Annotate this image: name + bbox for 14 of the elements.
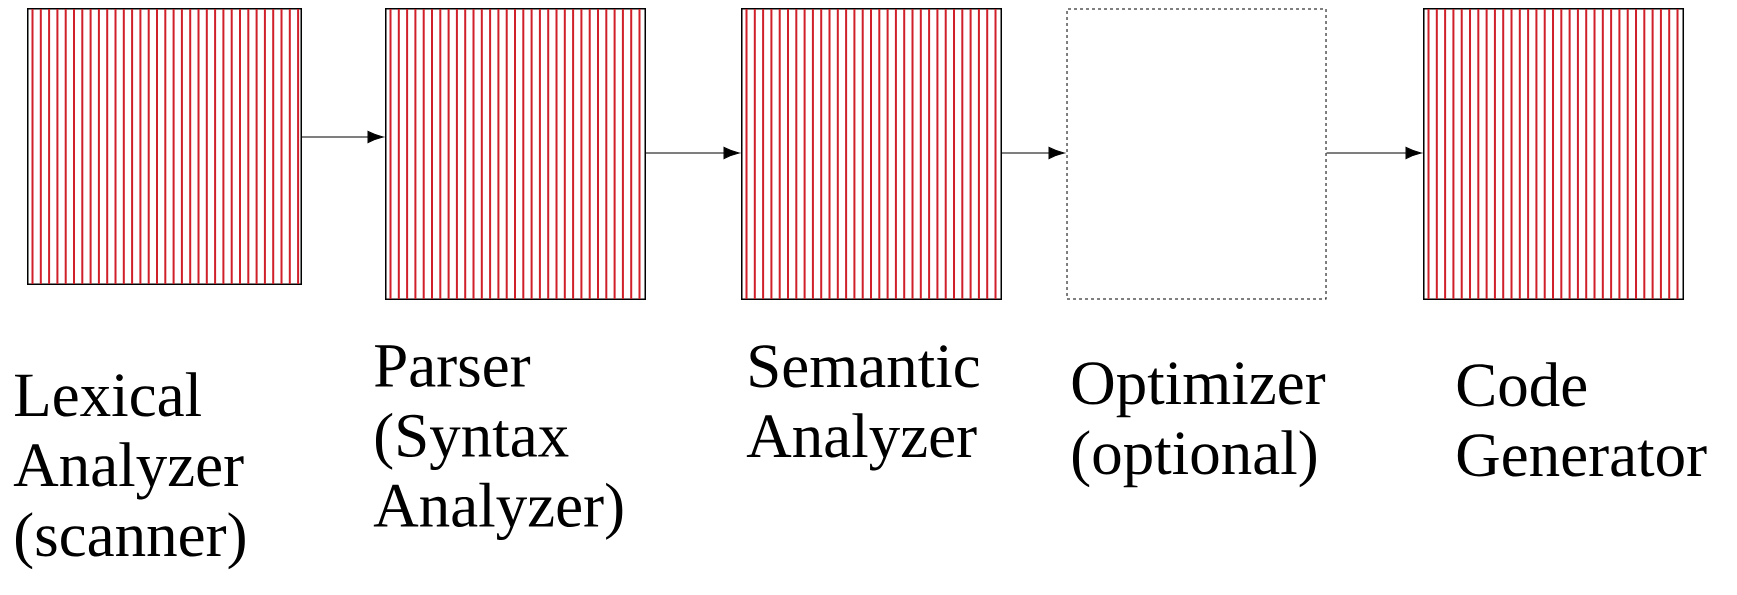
arrow xyxy=(300,130,384,144)
striped-box xyxy=(1423,8,1684,300)
arrow xyxy=(1000,146,1065,160)
stage-label: Lexical Analyzer (scanner) xyxy=(13,372,245,570)
stage-label: Code Generator xyxy=(1457,362,1707,477)
stage-label: Optimizer (optional) xyxy=(1072,362,1326,488)
striped-box xyxy=(27,8,302,285)
dashed-box xyxy=(1066,8,1327,300)
stage-label: Semantic Analyzer xyxy=(746,345,979,471)
stage-label: Parser (Syntax Analyzer) xyxy=(373,345,623,541)
arrow xyxy=(644,146,740,160)
striped-box xyxy=(385,8,646,300)
arrow xyxy=(1325,146,1422,160)
striped-box xyxy=(741,8,1002,300)
